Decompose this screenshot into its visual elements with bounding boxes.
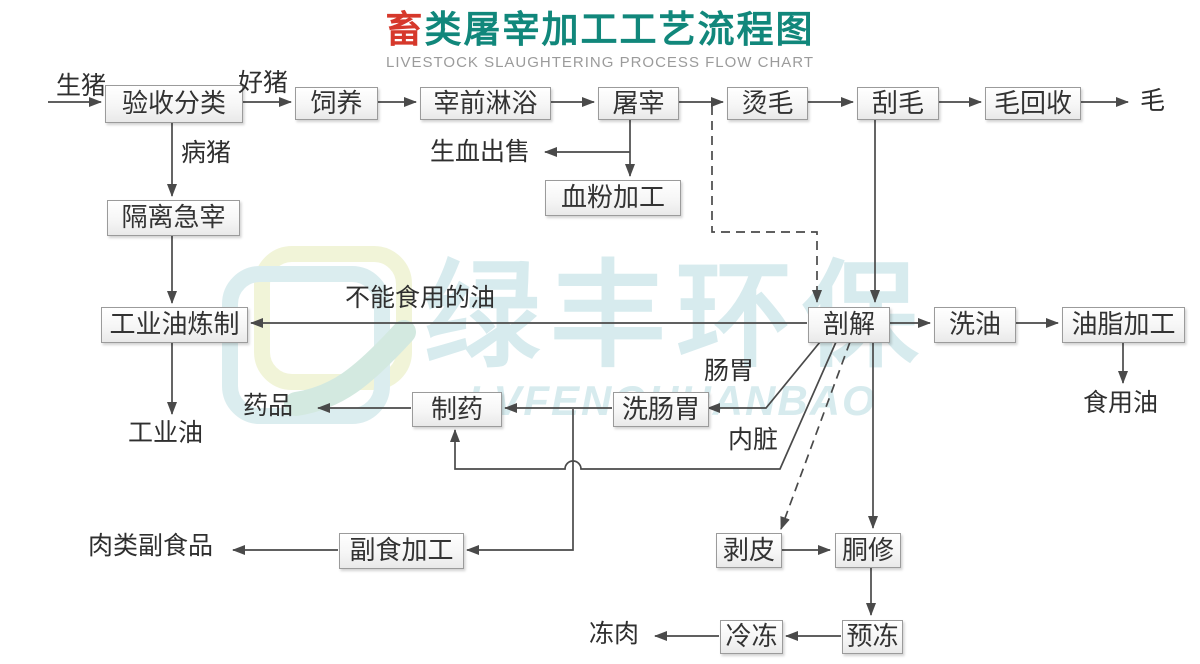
- node-isolation-slaughter: 隔离急宰: [107, 200, 240, 236]
- header: 畜类屠宰加工工艺流程图 LIVESTOCK SLAUGHTERING PROCE…: [0, 8, 1200, 71]
- label-edible-oil: 食用油: [1083, 390, 1159, 417]
- node-oil-washing: 洗油: [934, 307, 1016, 343]
- page-title-rest: 类屠宰加工工艺流程图: [424, 9, 815, 50]
- edge-poujie-xichangwei: [707, 341, 821, 413]
- node-industrial-oil-refining: 工业油炼制: [101, 307, 248, 343]
- node-hair-recovery: 毛回收: [985, 87, 1081, 120]
- page-title-accent: 畜: [385, 9, 425, 50]
- node-hair-scraping: 刮毛: [857, 87, 939, 120]
- node-pharmaceutical: 制药: [412, 392, 502, 427]
- node-freezing: 冷冻: [720, 620, 783, 654]
- node-byproduct-processing: 副食加工: [339, 533, 464, 569]
- node-grease-processing: 油脂加工: [1062, 307, 1185, 343]
- node-blood-meal-processing: 血粉加工: [545, 180, 681, 216]
- node-slaughter: 屠宰: [598, 87, 679, 120]
- node-preslaughter-shower: 宰前淋浴: [420, 87, 551, 120]
- label-sick-pig: 病猪: [181, 140, 232, 167]
- label-inedible-oil: 不能食用的油: [345, 285, 496, 312]
- edge-poujie-zhiyao-neizang: [450, 341, 837, 470]
- node-carcass-trimming: 胴修: [835, 533, 901, 568]
- node-dissection: 剖解: [808, 307, 890, 343]
- node-prefreezing: 预冻: [842, 620, 903, 654]
- label-hair: 毛: [1140, 88, 1166, 115]
- label-industrial-oil: 工业油: [128, 420, 204, 447]
- page-title: 畜类屠宰加工工艺流程图: [0, 8, 1200, 52]
- node-acceptance-classification: 验收分类: [105, 85, 243, 123]
- label-intestines-stomach: 肠胃: [704, 358, 755, 385]
- edge-poujie-baopi-dashed: [780, 341, 851, 530]
- node-feeding: 饲养: [295, 87, 378, 120]
- page-subtitle: LIVESTOCK SLAUGHTERING PROCESS FLOW CHAR…: [385, 54, 815, 72]
- label-frozen-meat: 冻肉: [589, 621, 640, 648]
- label-good-pig: 好猪: [238, 70, 289, 97]
- label-medicine: 药品: [243, 393, 294, 420]
- edge-tangmao-poujie-dashed: [711, 106, 822, 303]
- node-skinning: 剥皮: [716, 533, 782, 568]
- edge-xichangwei-fushi: [466, 409, 574, 555]
- label-internal-organs: 内脏: [728, 427, 779, 454]
- node-intestine-washing: 洗肠胃: [613, 392, 709, 427]
- label-live-pig: 生猪: [56, 73, 107, 100]
- label-meat-byproducts: 肉类副食品: [88, 533, 214, 560]
- node-scalding: 烫毛: [727, 87, 808, 120]
- label-raw-blood-sale: 生血出售: [430, 139, 531, 166]
